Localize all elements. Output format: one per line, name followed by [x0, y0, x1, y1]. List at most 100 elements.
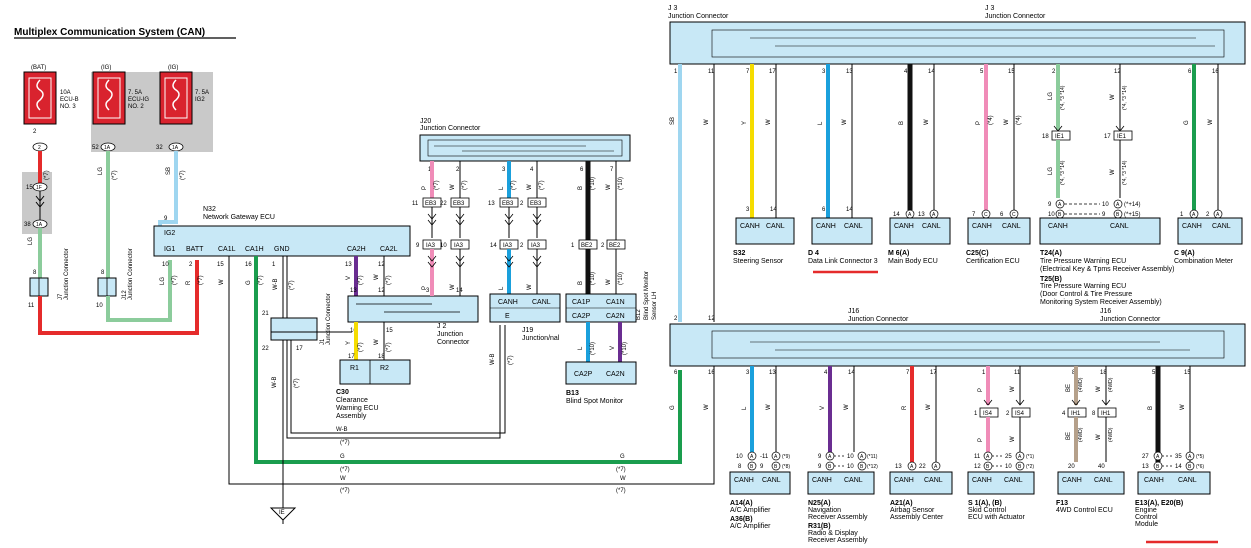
- svg-text:Y: Y: [346, 341, 352, 345]
- svg-text:V: V: [346, 276, 352, 280]
- svg-text:B: B: [860, 464, 864, 470]
- svg-text:B: B: [828, 464, 832, 470]
- svg-text:B: B: [986, 464, 990, 470]
- svg-text:20: 20: [1068, 464, 1075, 470]
- svg-text:P: P: [422, 186, 428, 190]
- svg-text:(*11): (*11): [867, 454, 878, 460]
- svg-text:3: 3: [502, 167, 506, 173]
- svg-text:10: 10: [736, 454, 743, 460]
- svg-text:2: 2: [520, 201, 524, 207]
- svg-text:A: A: [1058, 202, 1062, 208]
- svg-text:2: 2: [674, 316, 678, 322]
- ie1-connector: [1051, 130, 1071, 141]
- svg-text:9: 9: [1048, 202, 1052, 208]
- svg-text:J19: J19: [522, 327, 533, 334]
- svg-text:1: 1: [974, 411, 978, 417]
- svg-text:B: B: [578, 186, 584, 190]
- svg-text:B: B: [1116, 212, 1120, 218]
- svg-text:(*10): (*10): [618, 272, 624, 285]
- svg-text:CANH: CANH: [1182, 223, 1202, 230]
- svg-text:R: R: [902, 405, 908, 410]
- svg-text:A: A: [932, 212, 936, 218]
- svg-text:12: 12: [1114, 69, 1121, 75]
- svg-text:W: W: [527, 284, 533, 290]
- svg-text:P: P: [422, 286, 428, 290]
- svg-text:Junction Connector: Junction Connector: [668, 13, 729, 20]
- svg-text:2: 2: [33, 129, 37, 135]
- svg-text:25: 25: [1005, 454, 1012, 460]
- ie1-connector: [1113, 130, 1133, 141]
- svg-text:2: 2: [189, 262, 193, 268]
- svg-text:7. 5A: 7. 5A: [128, 90, 142, 96]
- svg-text:S 1(A), (B): S 1(A), (B): [968, 500, 1002, 507]
- svg-text:R2: R2: [380, 365, 389, 372]
- svg-text:4: 4: [530, 167, 534, 173]
- svg-text:CANH: CANH: [972, 477, 992, 484]
- svg-text:Junction Connector: Junction Connector: [326, 293, 332, 345]
- svg-text:(*10): (*10): [590, 177, 596, 190]
- fuse-ig2: (IG) 7. 5A IG2: [159, 65, 209, 125]
- svg-text:J1: J1: [320, 338, 326, 345]
- svg-text:W: W: [450, 284, 456, 290]
- svg-text:9: 9: [164, 216, 168, 222]
- bottom-pin-labels: 10 A -11 A (*9) 8 B 9 B (*8) 9 A 10 A (*…: [736, 451, 1204, 471]
- svg-text:(*7): (*7): [340, 440, 350, 446]
- svg-text:IA3: IA3: [531, 243, 541, 249]
- svg-text:14: 14: [490, 243, 497, 249]
- svg-text:27: 27: [1142, 454, 1149, 460]
- svg-text:A: A: [1216, 212, 1220, 218]
- svg-text:Control: Control: [1135, 514, 1158, 521]
- svg-text:7: 7: [906, 370, 910, 376]
- svg-text:IG2: IG2: [164, 230, 175, 237]
- svg-text:15: 15: [1184, 370, 1191, 376]
- svg-text:W: W: [340, 476, 346, 482]
- svg-text:(*6): (*6): [1196, 464, 1204, 470]
- svg-text:(*4, *3 *14): (*4, *3 *14): [1122, 85, 1128, 110]
- svg-text:IG2: IG2: [195, 97, 205, 103]
- svg-text:W: W: [374, 274, 380, 280]
- ecu-a14-ac-amplifier: CANH CANL A14(A) A/C Amplifier A36(B) A/…: [729, 471, 791, 530]
- svg-text:8: 8: [738, 464, 742, 470]
- svg-text:4: 4: [1062, 411, 1066, 417]
- svg-text:(*7): (*7): [172, 275, 178, 285]
- svg-text:CANL: CANL: [532, 299, 551, 306]
- svg-text:W: W: [766, 119, 772, 125]
- svg-text:B: B: [578, 281, 584, 285]
- svg-text:11: 11: [708, 69, 715, 75]
- svg-text:(*10): (*10): [590, 272, 596, 285]
- svg-text:(*+14): (*+14): [1124, 202, 1141, 208]
- svg-text:(4WD): (4WD): [1108, 377, 1114, 392]
- svg-text:A/C Amplifier: A/C Amplifier: [730, 507, 771, 514]
- svg-text:W-B: W-B: [336, 427, 348, 433]
- svg-text:W: W: [527, 184, 533, 190]
- svg-text:Junction Connector: Junction Connector: [1100, 316, 1161, 323]
- svg-text:A: A: [1192, 212, 1196, 218]
- svg-text:(IG): (IG): [168, 65, 178, 71]
- svg-text:W: W: [842, 119, 848, 125]
- svg-text:NO. 2: NO. 2: [128, 104, 144, 110]
- svg-text:B13: B13: [566, 390, 579, 397]
- svg-text:R31(B): R31(B): [808, 523, 831, 530]
- svg-text:IG1: IG1: [164, 246, 175, 253]
- svg-text:13: 13: [350, 288, 357, 294]
- svg-text:10: 10: [96, 303, 103, 309]
- svg-text:EB3: EB3: [502, 201, 514, 207]
- svg-text:IS4: IS4: [1015, 411, 1025, 417]
- svg-text:S32: S32: [733, 250, 746, 257]
- svg-text:W: W: [1004, 119, 1010, 125]
- svg-text:10: 10: [1102, 202, 1109, 208]
- svg-text:Junction Connector: Junction Connector: [420, 125, 481, 132]
- svg-text:C30: C30: [336, 389, 349, 396]
- svg-text:8: 8: [33, 270, 37, 276]
- svg-text:CA2N: CA2N: [606, 313, 625, 320]
- svg-text:CANL: CANL: [1212, 223, 1231, 230]
- svg-text:1: 1: [272, 262, 276, 268]
- svg-text:W: W: [766, 404, 772, 410]
- svg-text:T25(B): T25(B): [1040, 276, 1062, 283]
- svg-text:(*4): (*4): [988, 115, 994, 125]
- svg-text:CANH: CANH: [1062, 477, 1082, 484]
- svg-text:Certification ECU: Certification ECU: [966, 258, 1020, 265]
- svg-text:2: 2: [38, 145, 41, 151]
- svg-text:Y: Y: [742, 121, 748, 125]
- svg-text:10: 10: [1048, 212, 1055, 218]
